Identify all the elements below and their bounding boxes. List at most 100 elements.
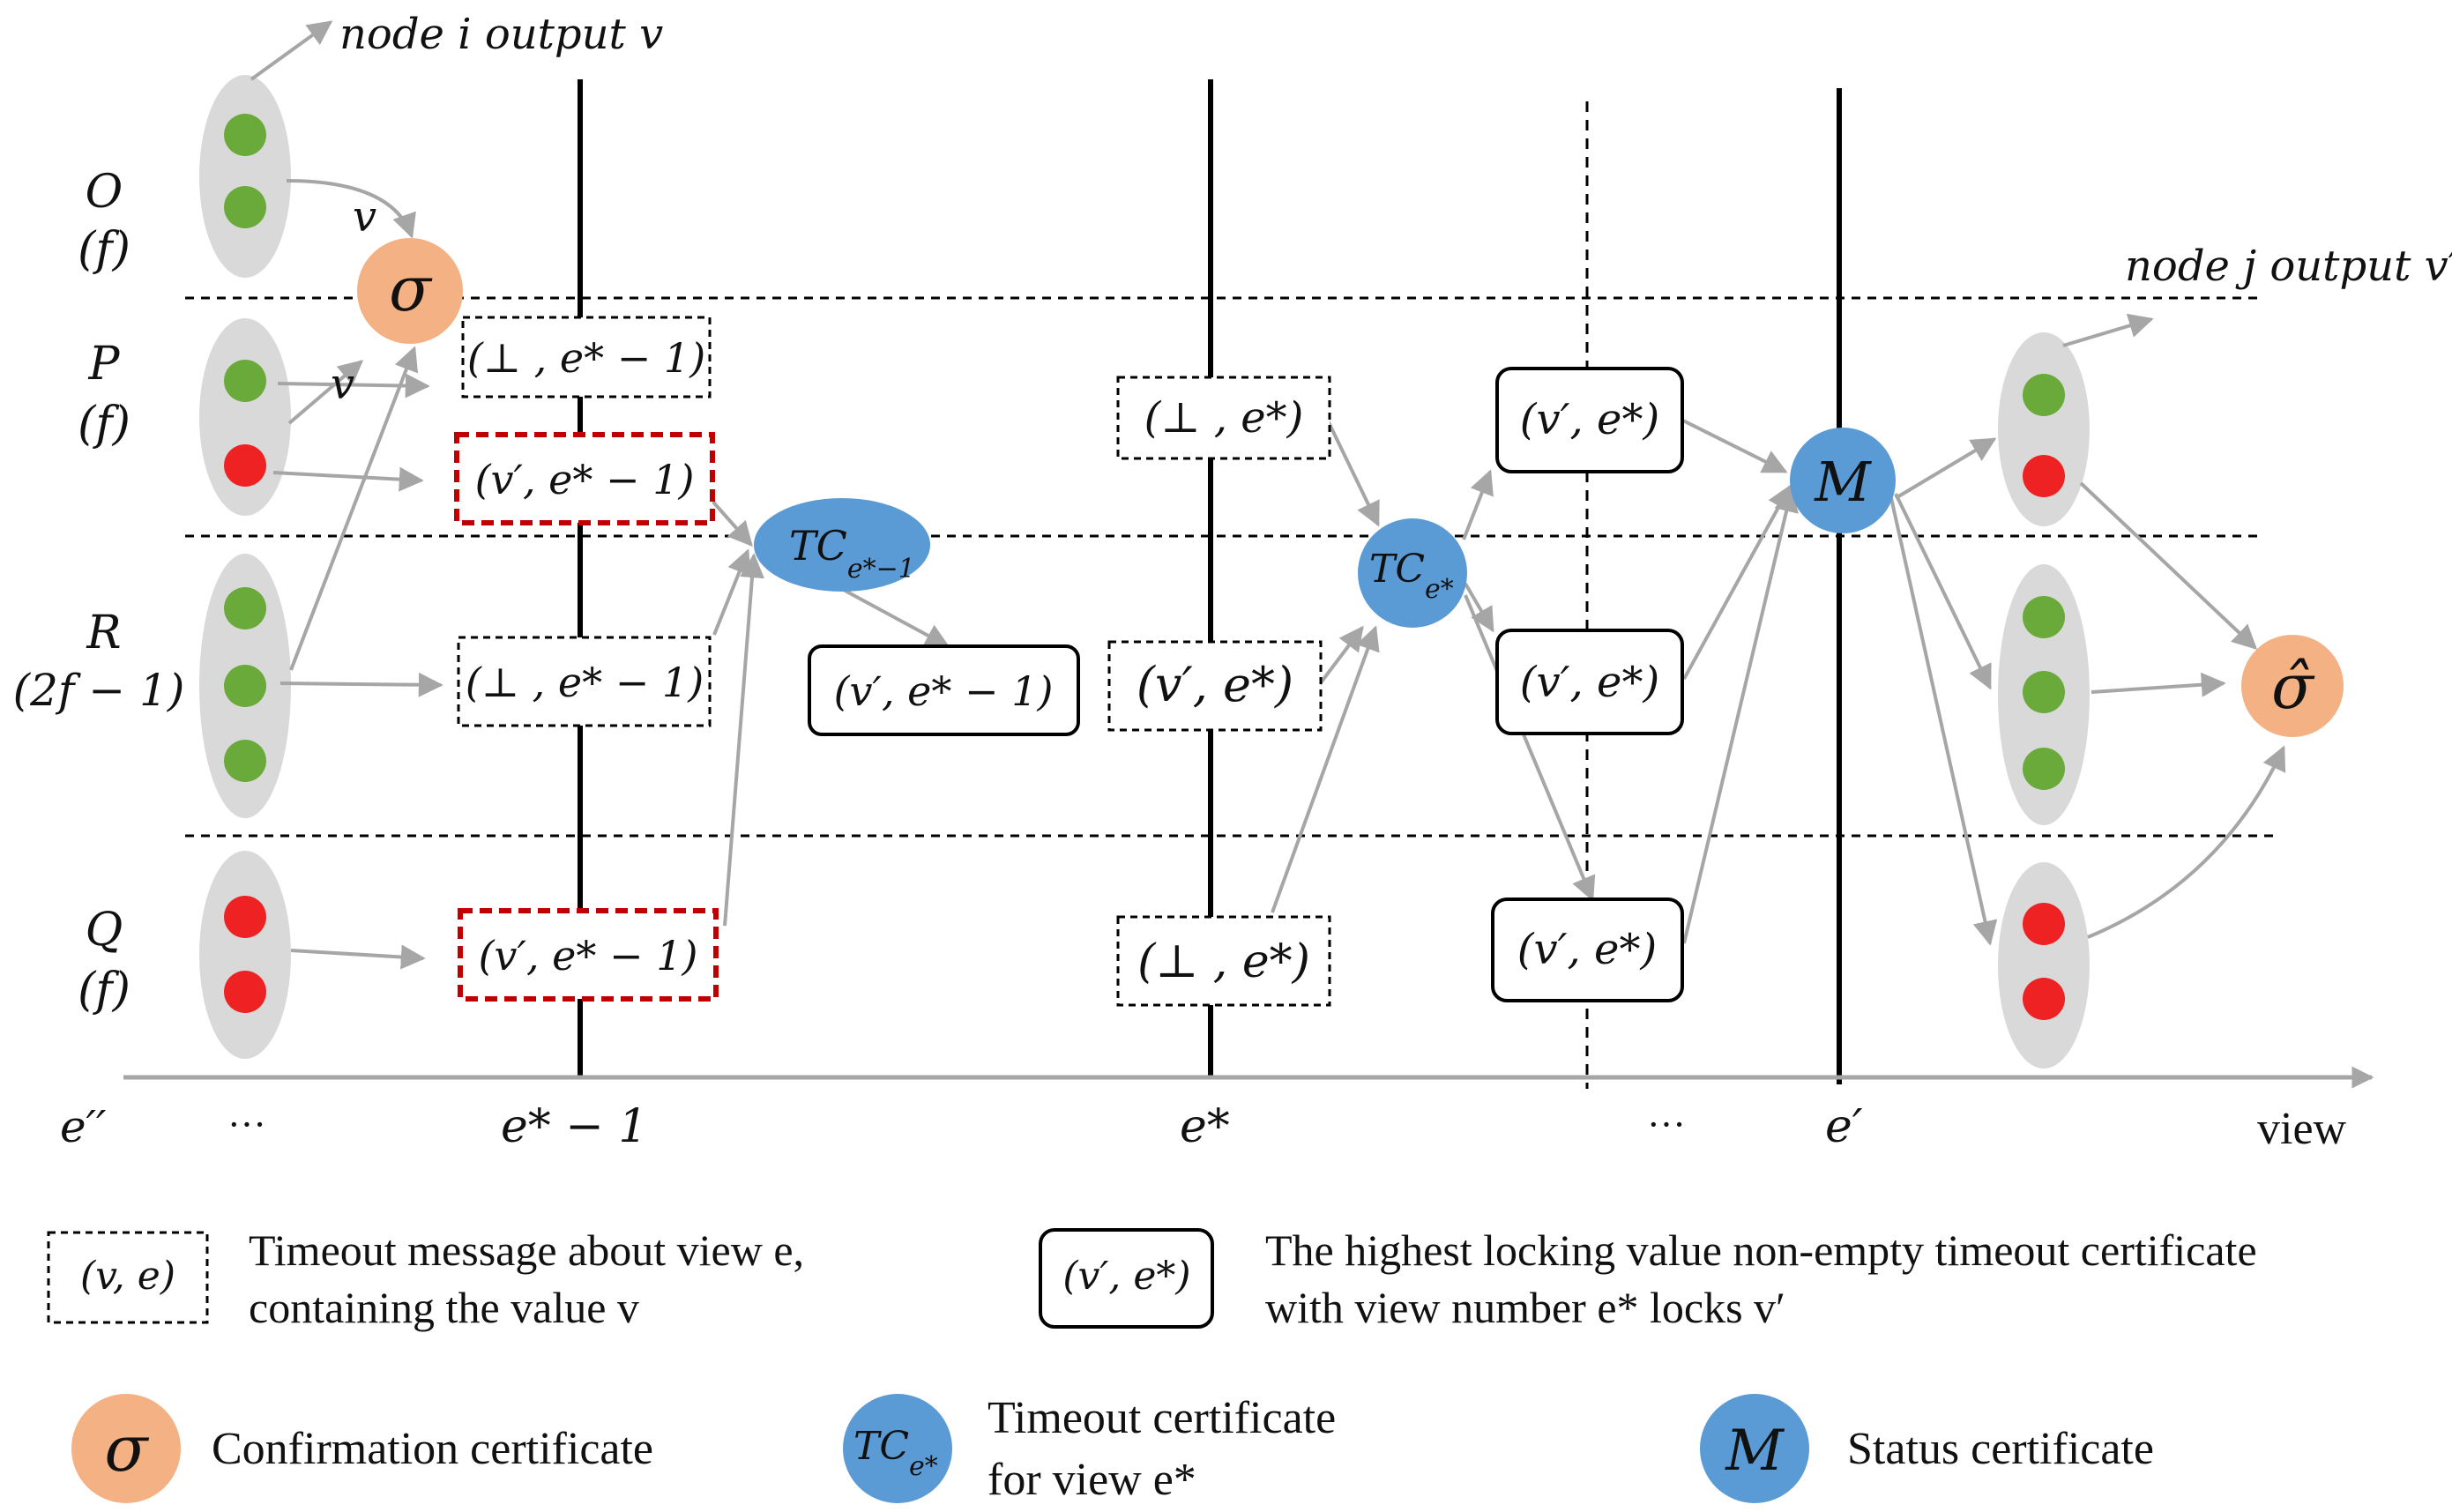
arrow-right-q-to-sigma-hat (2087, 745, 2286, 939)
legend-m-label: Status certificate (1847, 1424, 2154, 1474)
highest-tc-prev: (v′, e* − 1) (834, 667, 1054, 715)
group-separators (185, 296, 2275, 838)
arrow-right-p-to-sigma-hat (2079, 481, 2258, 650)
highest-tc-p: (v′, e*) (1520, 395, 1659, 444)
arrow-node-j-output (2062, 313, 2154, 347)
group-o-size: (f) (78, 223, 130, 276)
tc-prev-ellipse (754, 498, 930, 592)
view-e-star-messages: (⊥ , e*) (v′, e*) (⊥ , e*) (1107, 376, 1331, 1007)
group-q-name: Q (86, 904, 123, 957)
sigma-symbol: σ (389, 253, 433, 325)
arrow-m-to-right-r (1894, 493, 1992, 690)
timeout-msg-box (461, 316, 712, 398)
node-group-q (199, 851, 291, 1059)
green-node (2023, 748, 2065, 790)
arrow-tc-to-cert (828, 580, 950, 648)
arrow-p-red-to-vprime (272, 466, 424, 492)
tick-e-star: e* (1180, 1100, 1230, 1153)
sigma-hat-symbol: σ̂ (2271, 651, 2315, 723)
group-p-name: P (88, 338, 121, 391)
timeout-msg-r-vprime-cur: (v′, e*) (1137, 657, 1293, 712)
highest-tc-box (1491, 898, 1684, 1002)
arrow-q-bot-to-tc (1271, 625, 1380, 913)
arrow-label-v-top: v (353, 192, 376, 242)
legend-tc-label-line2: for view e* (988, 1455, 1196, 1505)
arrow-tc-to-q-cert (1464, 594, 1596, 902)
arrow-q-vprime-to-tc (723, 553, 764, 927)
view-axis: e′′ ··· e* − 1 e* ··· e′ view (60, 1066, 2374, 1154)
red-node (2023, 455, 2065, 497)
node-j-output-label: node j output v′ (2125, 242, 2452, 291)
arrow-r-bot-to-tc (712, 548, 751, 636)
axis-label-view: view (2257, 1104, 2347, 1154)
green-node (224, 740, 266, 782)
red-node (2023, 978, 2065, 1020)
green-node (224, 186, 266, 228)
tc-cur-circle (1358, 518, 1467, 628)
red-node (224, 444, 266, 487)
arrow-p-bot-to-tc (1325, 418, 1380, 527)
group-o-name: O (86, 166, 123, 219)
view-e-star-minus-1-messages: (⊥ , e* − 1) (v′, e* − 1) (⊥ , e* − 1) (… (454, 316, 1080, 1002)
arrow-m-to-right-p (1894, 437, 1997, 500)
legend-timeout-msg-line1: Timeout message about view e, (249, 1225, 804, 1275)
red-node (224, 971, 266, 1013)
legend-tc-label-line1: Timeout certificate (988, 1393, 1336, 1443)
legend-m-symbol: M (1725, 1419, 1785, 1484)
group-q-size: (f) (78, 964, 130, 1017)
sigma-circle (357, 238, 463, 344)
legend-highest-tc-line2: with view number e* locks v′ (1265, 1283, 1785, 1332)
tc-prev-label: TCe*−1 (789, 522, 915, 585)
arrow-q-to-vprime (290, 944, 426, 970)
green-node (224, 360, 266, 402)
sigma-hat-circle (2241, 635, 2344, 737)
node-group-right-p (1998, 332, 2090, 526)
group-r-name: R (86, 607, 121, 659)
timeout-msg-box-highlighted (454, 432, 715, 525)
timeout-msg-box-highlighted (458, 908, 719, 1002)
tick-e-double-prime: e′′ (60, 1101, 107, 1152)
green-node (2023, 671, 2065, 713)
arrow-r-to-sigma (289, 346, 419, 671)
right-node-groups (1998, 332, 2090, 1069)
tc-prev-certificate: TCe*−1 (754, 498, 930, 592)
timeout-msg-q-bot-cur: (⊥ , e*) (1137, 935, 1310, 988)
arrow-m-to-right-q (1889, 497, 1998, 946)
red-node (2023, 903, 2065, 945)
status-symbol: M (1814, 450, 1872, 514)
highest-tc-q: (v′, e*) (1517, 925, 1657, 974)
tick-e-star-minus-1: e* − 1 (501, 1100, 648, 1153)
timeout-msg-r-bot: (⊥ , e* − 1) (466, 659, 704, 706)
arrow-tc-to-r-cert (1464, 582, 1494, 633)
legend-m-circle (1700, 1394, 1809, 1503)
arrow-r-cert-to-m (1682, 484, 1792, 680)
status-circle (1790, 428, 1896, 533)
arrows (250, 20, 2286, 970)
arrow-o-to-sigma (286, 179, 416, 239)
highest-tc-box (1495, 367, 1684, 473)
highest-tc-box (1495, 629, 1684, 735)
node-group-o (199, 75, 291, 278)
legend-tc-symbol: TCe* (853, 1424, 938, 1482)
group-p-size: (f) (78, 398, 130, 451)
legend-tc-circle (843, 1394, 952, 1503)
timeout-msg-p-bot-cur: (⊥ , e*) (1144, 393, 1304, 443)
timeout-msg-box (1116, 376, 1331, 460)
legend-highest-tc-line1: The highest locking value non-empty time… (1265, 1225, 2257, 1275)
view-e-prime-certificates: (v′, e*) (v′, e*) (v′, e*) (1491, 367, 1684, 1002)
timeout-msg-box (457, 636, 712, 727)
arrow-tc-to-p-cert (1462, 469, 1494, 540)
arrow-label-v-mid: v (331, 360, 354, 409)
tc-cur-certificate: TCe* (1358, 518, 1467, 628)
green-node (2023, 374, 2065, 416)
timeout-msg-q-vprime: (v′, e* − 1) (479, 932, 698, 979)
arrow-p-vprime-to-tc (708, 496, 753, 547)
timeout-msg-box (1107, 640, 1323, 732)
sigma-hat-certificate: σ̂ (2241, 635, 2344, 737)
legend-timeout-msg-symbol: (v, e) (80, 1254, 175, 1299)
arrow-right-r-to-sigma-hat (2091, 672, 2226, 697)
timeout-msg-p-bot: (⊥ , e* − 1) (467, 334, 705, 382)
legend: (v, e) Timeout message about view e, con… (47, 1225, 2257, 1505)
